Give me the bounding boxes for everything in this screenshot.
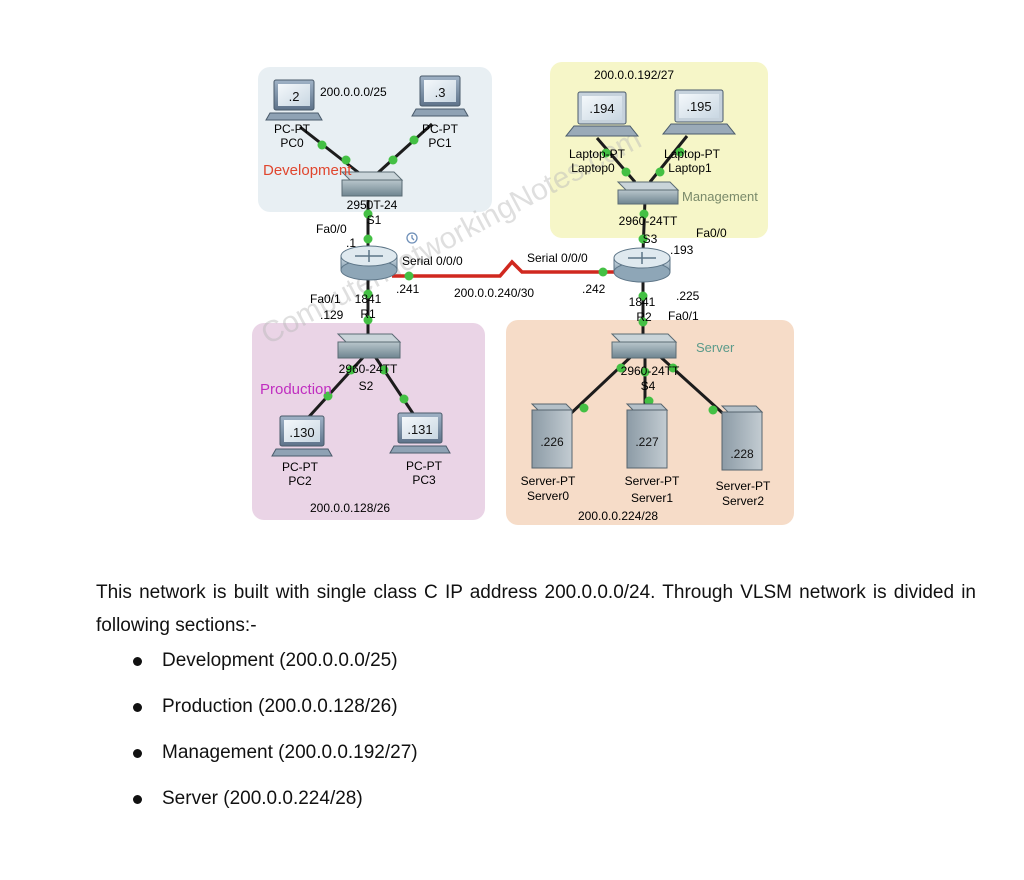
laptop0-name: Laptop0 [571, 161, 615, 175]
bullet-icon [133, 748, 142, 758]
production-zone [252, 323, 485, 520]
pc1-name: PC1 [428, 136, 452, 150]
s2-name: S2 [359, 379, 374, 393]
laptop1[interactable]: .195 [661, 89, 737, 135]
r2-serial-label: Serial 0/0/0 [527, 251, 588, 265]
r1-fa00-ip: .1 [346, 236, 356, 250]
pc0-type: PC-PT [274, 122, 311, 136]
clock-icon [406, 232, 418, 244]
pc2-screen-ip: .130 [289, 425, 314, 440]
laptop1-type: Laptop-PT [664, 147, 721, 161]
r1-fa00-label: Fa0/0 [316, 222, 347, 236]
bullet-icon [133, 702, 142, 712]
server2-type: Server-PT [716, 479, 771, 493]
pc2-name: PC2 [288, 474, 312, 488]
r2-fa00-ip: .193 [670, 243, 694, 257]
r2-fa01-ip: .225 [676, 289, 700, 303]
s1-model: 2950T-24 [347, 198, 398, 212]
management-label: Management [682, 189, 758, 204]
pc3-name: PC3 [412, 473, 436, 487]
development-subnet: 200.0.0.0/25 [320, 85, 387, 99]
s4-model: 2960-24TT [621, 364, 680, 378]
list-item: Management (200.0.0.192/27) [133, 730, 418, 776]
intro-paragraph: This network is built with single class … [96, 582, 976, 636]
list-item-text: Development (200.0.0.0/25) [162, 650, 398, 671]
server-label: Server [696, 340, 735, 355]
management-subnet: 200.0.0.192/27 [594, 68, 674, 82]
pc2-type: PC-PT [282, 460, 319, 474]
s2-model: 2960-24TT [339, 362, 398, 376]
laptop1-name: Laptop1 [668, 161, 712, 175]
r1-fa01-ip: .129 [320, 308, 344, 322]
pc3-screen-ip: .131 [407, 422, 432, 437]
r1-serial-label: Serial 0/0/0 [402, 254, 463, 268]
s4-name: S4 [641, 379, 656, 393]
switch-s1[interactable] [340, 171, 404, 197]
r1-name: R1 [360, 307, 376, 321]
server1-screen-ip: .227 [635, 435, 659, 449]
router-r1[interactable] [340, 245, 398, 281]
switch-s3[interactable] [616, 181, 680, 205]
pc1-screen-ip: .3 [435, 85, 446, 100]
wan-subnet: 200.0.0.240/30 [454, 286, 534, 300]
router-r2[interactable] [613, 247, 671, 283]
laptop0[interactable]: .194 [564, 91, 640, 137]
server1-type: Server-PT [625, 474, 680, 488]
production-subnet: 200.0.0.128/26 [310, 501, 390, 515]
pc1-type: PC-PT [422, 122, 459, 136]
server0-screen-ip: .226 [540, 435, 564, 449]
server2[interactable]: .228 [720, 405, 764, 471]
list-item: Server (200.0.0.224/28) [133, 776, 418, 822]
list-item: Production (200.0.0.128/26) [133, 684, 418, 730]
switch-s2[interactable] [336, 333, 402, 359]
bullet-icon [133, 794, 142, 804]
server0-name: Server0 [527, 489, 569, 503]
list-item: Development (200.0.0.0/25) [133, 638, 418, 684]
server1[interactable]: .227 [625, 403, 669, 469]
list-item-text: Server (200.0.0.224/28) [162, 788, 363, 809]
server1-name: Server1 [631, 491, 673, 505]
r2-fa00-label: Fa0/0 [696, 226, 727, 240]
pc1[interactable]: .3 [411, 75, 469, 117]
pc3-type: PC-PT [406, 459, 443, 473]
laptop0-type: Laptop-PT [569, 147, 626, 161]
section-list: Development (200.0.0.0/25) Production (2… [133, 638, 418, 822]
r2-name: R2 [636, 310, 652, 324]
s3-model: 2960-24TT [619, 214, 678, 228]
production-label: Production [260, 381, 332, 398]
pc2[interactable]: .130 [271, 415, 333, 457]
s3-name: S3 [643, 232, 658, 246]
server2-name: Server2 [722, 494, 764, 508]
network-topology-diagram: ComputerNetworkingNotes.com [252, 62, 794, 525]
r2-serial-ip: .242 [582, 282, 606, 296]
server-subnet: 200.0.0.224/28 [578, 509, 658, 523]
r2-fa01-label: Fa0/1 [668, 309, 699, 323]
r1-fa01-label: Fa0/1 [310, 292, 341, 306]
serial-link [392, 259, 615, 278]
list-item-text: Production (200.0.0.128/26) [162, 696, 398, 717]
link-dots [317, 135, 718, 415]
server2-screen-ip: .228 [730, 447, 754, 461]
link-pc1-s1 [368, 122, 434, 182]
list-item-text: Management (200.0.0.192/27) [162, 742, 418, 763]
link-s4-server0 [564, 350, 638, 420]
pc0-name: PC0 [280, 136, 304, 150]
laptop1-screen-ip: .195 [686, 99, 711, 114]
r2-model: 1841 [629, 295, 656, 309]
link-pc0-s1 [299, 125, 369, 182]
server0-type: Server-PT [521, 474, 576, 488]
bullet-icon [133, 656, 142, 666]
link-s2-pc3 [370, 351, 418, 419]
laptop0-screen-ip: .194 [589, 101, 614, 116]
r1-serial-ip: .241 [396, 282, 420, 296]
switch-s4[interactable] [610, 333, 678, 359]
pc0-screen-ip: .2 [289, 89, 300, 104]
pc3[interactable]: .131 [389, 412, 451, 454]
link-s2-pc2 [304, 350, 370, 422]
development-label: Development [263, 162, 352, 179]
r1-model: 1841 [355, 292, 382, 306]
server0[interactable]: .226 [530, 403, 574, 469]
s1-name: S1 [367, 213, 382, 227]
pc0[interactable]: .2 [265, 79, 323, 121]
